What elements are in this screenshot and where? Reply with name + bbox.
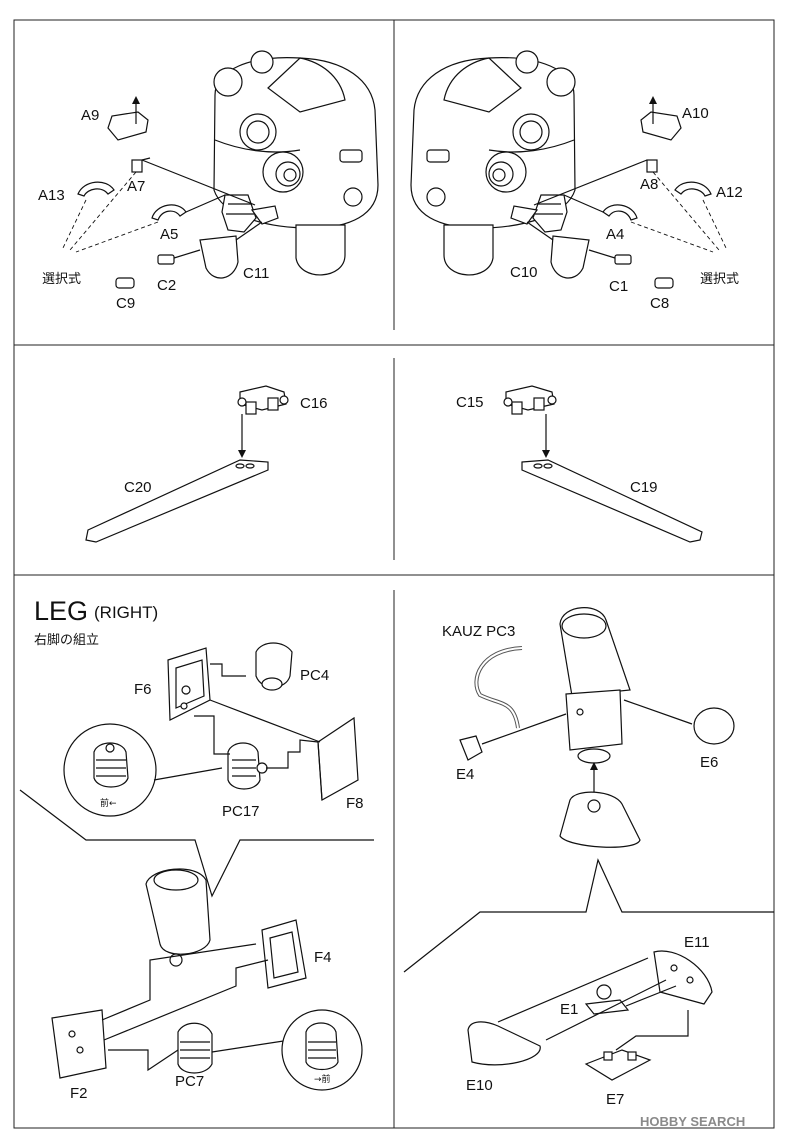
part-thigh bbox=[145, 868, 211, 967]
label-pc7: PC7 bbox=[175, 1073, 204, 1090]
label-c19: C19 bbox=[630, 479, 658, 496]
inset-bottom-note: →前 bbox=[314, 1073, 331, 1085]
part-e11 bbox=[653, 950, 713, 1005]
arrowhead-c16 bbox=[238, 450, 246, 458]
label-e4: E4 bbox=[456, 766, 474, 783]
leg-title: LEG bbox=[34, 596, 88, 626]
label-a13: A13 bbox=[38, 187, 65, 204]
panel-leg-right: LEG (RIGHT) 右脚の組立 bbox=[19, 596, 374, 1102]
arrowhead-c15 bbox=[542, 450, 550, 458]
part-a9 bbox=[107, 96, 149, 141]
part-foot bbox=[559, 791, 641, 848]
part-c16 bbox=[237, 385, 289, 415]
label-pc17: PC17 bbox=[222, 803, 260, 820]
label-a10: A10 bbox=[682, 105, 709, 122]
leg-subtitle: 右脚の組立 bbox=[34, 632, 99, 648]
label-f6: F6 bbox=[134, 681, 152, 698]
label-kauz-pc3: KAUZ PC3 bbox=[442, 623, 515, 640]
arrow-f4-b bbox=[103, 959, 269, 1041]
part-c19 bbox=[521, 459, 703, 543]
part-c11 bbox=[199, 221, 263, 279]
part-e10 bbox=[467, 1021, 541, 1066]
part-c15 bbox=[503, 385, 557, 415]
callout-foot bbox=[403, 858, 774, 973]
label-c10: C10 bbox=[510, 264, 538, 281]
panel-head-right: A10 A8 A12 A4 C10 C1 C8 選択式 bbox=[410, 50, 743, 312]
panel-mount-left: C16 C20 bbox=[85, 385, 328, 543]
arrow-f4-a bbox=[101, 943, 257, 1021]
arrow-pc7 bbox=[108, 1049, 179, 1072]
part-a13 bbox=[77, 181, 115, 197]
label-f2: F2 bbox=[70, 1085, 88, 1102]
arrow-e1 bbox=[625, 985, 677, 1007]
part-f2 bbox=[51, 1009, 107, 1079]
part-pc4 bbox=[210, 642, 293, 691]
part-e4 bbox=[459, 713, 567, 761]
label-c15: C15 bbox=[456, 394, 484, 411]
part-pc7 bbox=[177, 1022, 213, 1074]
label-f4: F4 bbox=[314, 949, 332, 966]
label-c8: C8 bbox=[650, 295, 669, 312]
head-body-left bbox=[213, 50, 379, 276]
label-e11: E11 bbox=[684, 934, 710, 951]
callout-leg bbox=[19, 789, 374, 898]
inset-pointer bbox=[211, 1039, 291, 1053]
label-c20: C20 bbox=[124, 479, 152, 496]
label-e1: E1 bbox=[560, 1001, 578, 1018]
label-a7: A7 bbox=[127, 178, 145, 195]
part-shin bbox=[559, 607, 631, 764]
label-e7: E7 bbox=[606, 1091, 624, 1108]
head-body-right bbox=[410, 50, 728, 289]
label-c11: C11 bbox=[243, 265, 269, 282]
part-e7 bbox=[584, 1049, 652, 1081]
label-a8: A8 bbox=[640, 176, 658, 193]
label-a4: A4 bbox=[606, 226, 624, 243]
part-f6 bbox=[167, 647, 211, 721]
part-c9 bbox=[115, 277, 135, 289]
arrow-f8 bbox=[209, 699, 321, 743]
inset-top-note: 前← bbox=[100, 797, 117, 809]
label-a12: A12 bbox=[716, 184, 743, 201]
part-e1 bbox=[584, 984, 630, 1015]
optional-note-right: 選択式 bbox=[700, 272, 739, 287]
part-c20 bbox=[85, 459, 269, 543]
arrow-e11-b bbox=[545, 979, 667, 1041]
label-c9: C9 bbox=[116, 295, 135, 312]
part-pc17 bbox=[194, 715, 268, 790]
label-f8: F8 bbox=[346, 795, 364, 812]
part-f8 bbox=[266, 716, 359, 801]
part-c2 bbox=[157, 249, 201, 265]
label-pc4: PC4 bbox=[300, 667, 329, 684]
part-a5 bbox=[151, 194, 226, 221]
panel-grid bbox=[13, 19, 775, 1129]
watermark: HOBBY SEARCH bbox=[640, 1114, 745, 1129]
optional-note-left: 選択式 bbox=[42, 272, 81, 287]
part-f4 bbox=[261, 919, 307, 989]
panel-mount-right: C15 C19 bbox=[456, 385, 703, 543]
label-a9: A9 bbox=[81, 107, 99, 124]
arrowhead-foot bbox=[590, 762, 598, 770]
leg-title-suffix: (RIGHT) bbox=[94, 603, 158, 622]
inset-top: 前← bbox=[63, 723, 223, 817]
label-a5: A5 bbox=[160, 226, 178, 243]
part-a7 bbox=[131, 157, 256, 206]
panel-leg-lower: KAUZ PC3 bbox=[403, 607, 774, 1108]
panel-head-left: A9 A7 A13 A5 C11 C2 C9 選択式 bbox=[38, 50, 379, 312]
arrow-e7 bbox=[615, 1010, 689, 1051]
label-c16: C16 bbox=[300, 395, 328, 412]
label-c1: C1 bbox=[609, 278, 628, 295]
part-e6 bbox=[623, 699, 735, 745]
label-c2: C2 bbox=[157, 277, 176, 294]
label-e6: E6 bbox=[700, 754, 718, 771]
part-kauz-pc3-inner bbox=[475, 647, 523, 729]
arrow-e11-a bbox=[497, 957, 649, 1023]
inset-bottom: →前 bbox=[281, 1009, 363, 1091]
label-e10: E10 bbox=[466, 1077, 493, 1094]
